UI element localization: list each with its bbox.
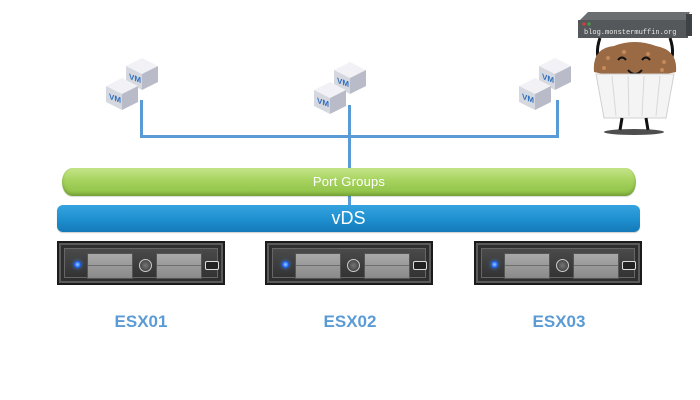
vm-icon: VM <box>104 76 140 112</box>
vm-connector-right <box>556 100 559 138</box>
port-groups-bar: Port Groups <box>62 168 636 196</box>
power-led-icon <box>491 261 498 268</box>
watermark-text: blog.monstermuffin.org <box>584 29 676 37</box>
host-label: ESX01 <box>114 312 168 331</box>
host-label: ESX03 <box>532 312 586 331</box>
drive-bay <box>573 253 619 279</box>
server-icon <box>474 241 642 285</box>
vm-group: VM VM <box>517 56 579 116</box>
port-groups-label: Port Groups <box>312 174 386 189</box>
power-led-icon <box>74 261 81 268</box>
host-label: ESX02 <box>323 312 377 331</box>
power-button-icon <box>139 259 152 272</box>
power-button-icon <box>556 259 569 272</box>
vm-group: VM VM <box>312 60 374 120</box>
vm-group: VM VM <box>104 56 166 116</box>
vm-connector-center <box>348 105 351 205</box>
usb-port-icon <box>413 261 427 270</box>
server-icon <box>265 241 433 285</box>
vds-bar: vDS <box>57 205 640 232</box>
drive-bay <box>504 253 550 279</box>
power-button-icon <box>347 259 360 272</box>
power-led-icon <box>282 261 289 268</box>
usb-port-icon <box>205 261 219 270</box>
drive-bay <box>364 253 410 279</box>
vm-icon: VM <box>312 80 348 116</box>
muffin-mascot-watermark: blog.monstermuffin.org <box>574 10 694 135</box>
drive-bay <box>156 253 202 279</box>
server-icon <box>57 241 225 285</box>
vm-connector-left <box>140 100 143 138</box>
drive-bay <box>295 253 341 279</box>
vds-label: vDS <box>331 208 366 228</box>
usb-port-icon <box>622 261 636 270</box>
vm-icon: VM <box>537 56 573 92</box>
vm-icon: VM <box>517 76 553 112</box>
drive-bay <box>87 253 133 279</box>
